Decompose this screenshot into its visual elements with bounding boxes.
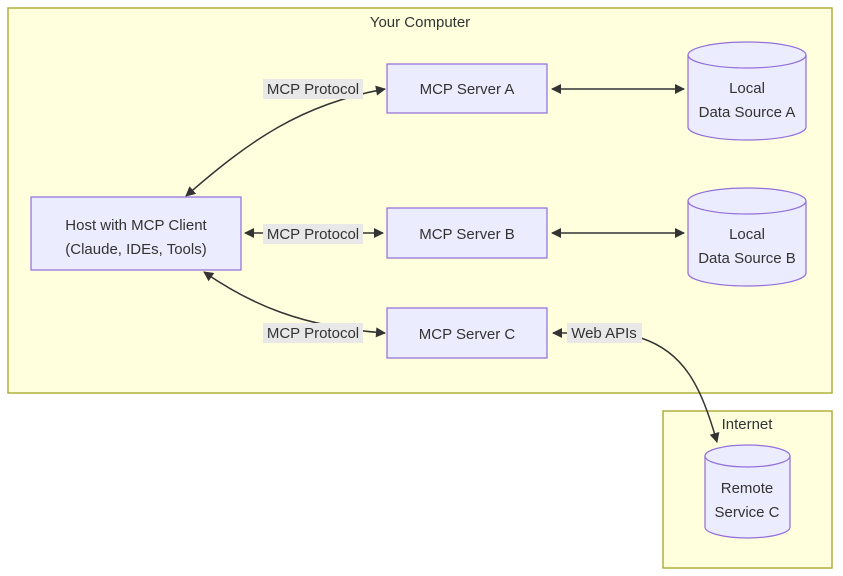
mcp-protocol-label-b-bg: [263, 224, 363, 244]
mcp-server-b-node-label: MCP Server B: [419, 226, 515, 243]
local-data-source-b-label-line2: Data Source B: [698, 250, 796, 267]
local-data-source-a-cylinder-rim: [687, 54, 807, 69]
mcp-server-b-node-box: [386, 207, 548, 259]
remote-service-c-label-line2: Service C: [714, 504, 779, 521]
host-node-label-line2: (Claude, IDEs, Tools): [65, 241, 206, 258]
mcp-server-c-node-label: MCP Server C: [419, 326, 516, 343]
mcp-protocol-label-c: MCP Protocol: [263, 323, 363, 343]
remote-service-c-cylinder: [704, 444, 791, 539]
mcp-protocol-label-b-text: MCP Protocol: [267, 226, 359, 243]
remote-service-c-node: Remote Service C: [704, 444, 791, 539]
mcp-protocol-label-a-text: MCP Protocol: [267, 81, 359, 98]
edge-web-apis-remote-service-c: [640, 337, 720, 443]
local-data-source-b-cylinder-rim: [687, 200, 807, 215]
internet-cluster-box: [662, 410, 833, 569]
mcp-server-c-node-box: [386, 307, 548, 359]
your-computer-cluster-label: Your Computer: [370, 14, 470, 31]
mcp-protocol-label-a: MCP Protocol: [263, 79, 363, 99]
web-apis-label-bg: [567, 323, 642, 343]
mcp-server-a-node-box: [386, 63, 548, 114]
mcp-server-b-node: MCP Server B: [386, 207, 548, 259]
mcp-protocol-label-a-bg: [263, 79, 363, 99]
mcp-protocol-label-c-text: MCP Protocol: [267, 325, 359, 342]
mcp-server-a-node-label: MCP Server A: [420, 81, 515, 98]
local-data-source-b-label-line1: Local: [729, 226, 765, 243]
host-node-box: [30, 196, 242, 271]
local-data-source-b-node: Local Data Source B: [687, 187, 807, 287]
local-data-source-a-label-line2: Data Source A: [699, 104, 796, 121]
host-node-label-line1: Host with MCP Client: [65, 217, 207, 234]
mcp-server-a-node: MCP Server A: [386, 63, 548, 114]
web-apis-label-text: Web APIs: [571, 325, 637, 342]
mcp-server-c-node: MCP Server C: [386, 307, 548, 359]
web-apis-label: Web APIs: [567, 323, 642, 343]
local-data-source-a-label-line1: Local: [729, 80, 765, 97]
mcp-protocol-label-c-bg: [263, 323, 363, 343]
host-node: Host with MCP Client (Claude, IDEs, Tool…: [30, 196, 242, 271]
remote-service-c-cylinder-rim: [704, 455, 791, 468]
mcp-protocol-label-b: MCP Protocol: [263, 224, 363, 244]
internet-cluster: Internet: [662, 410, 833, 569]
internet-cluster-label: Internet: [722, 416, 774, 433]
local-data-source-a-node: Local Data Source A: [687, 41, 807, 141]
remote-service-c-label-line1: Remote: [721, 480, 774, 497]
